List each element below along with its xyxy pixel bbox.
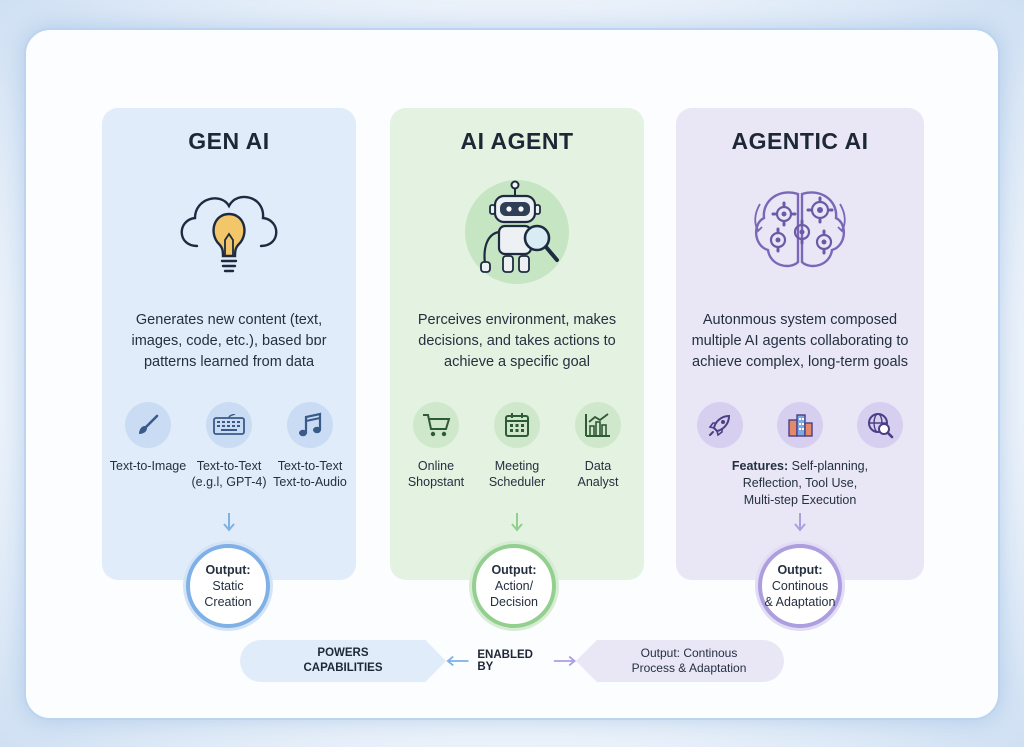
capability-text-to-text: Text-to-Text (e.g.l, GPT-4) [187, 402, 271, 490]
panel-title: AGENTIC AI [731, 128, 869, 154]
panel-description: Perceives environment, makes decisions, … [417, 312, 617, 370]
arrow-down-icon [793, 512, 807, 537]
capability-list: Online Shopstant Meeting Sch [390, 402, 644, 502]
gen-ai-panel: GEN AI Generates new content (text, imag… [102, 108, 356, 580]
gen-ai-output-circle: Output: Static Creation [186, 544, 270, 628]
capability-list: Text-to-Image Text-to-Text (e.g.l, G [102, 402, 356, 502]
agentic-ai-output-circle: Output: Continous & Adaptation [758, 544, 842, 628]
capability-list [676, 402, 924, 502]
panel-title: AI AGENT [460, 128, 574, 154]
enabled-by-label: ENABLED BY [477, 649, 533, 673]
arrow-right-icon [553, 655, 576, 667]
brain-gears-icon [740, 174, 860, 289]
keyboard-icon [206, 402, 252, 448]
capability-text-to-image: Text-to-Image [106, 402, 190, 474]
globe-search-icon [857, 402, 903, 448]
panel-title: GEN AI [188, 128, 270, 154]
ai-agent-output-circle: Output: Action/ Decision [472, 544, 556, 628]
capability-label: Data Analyst [577, 459, 619, 489]
shopping-cart-icon [413, 402, 459, 448]
capability-buildings [758, 402, 842, 448]
capability-label: Text-to-Text Text-to-Audio [273, 459, 347, 489]
calendar-icon [494, 402, 540, 448]
capability-rocket [678, 402, 762, 448]
capability-label: Text-to-Image [109, 459, 187, 473]
panel-description: Generates new content (text, images, cod… [131, 312, 327, 370]
paintbrush-icon [125, 402, 171, 448]
capability-label: Meeting Scheduler [488, 459, 546, 489]
continuous-output-banner: Output: Continous Process & Adaptation [576, 640, 784, 682]
panel-description: Autonmous system composed multiple AI ag… [691, 312, 909, 370]
arrow-down-icon [510, 512, 524, 537]
agentic-ai-panel: AGENTIC AI Autonm [676, 108, 924, 580]
features-text: Features: Self-planning, Reflection, Too… [731, 459, 869, 507]
capability-meeting-scheduler: Meeting Scheduler [475, 402, 559, 490]
powers-capabilities-banner: POWERS CAPABILITIES [240, 640, 446, 682]
arrow-down-icon [222, 512, 236, 537]
capability-data-analyst: Data Analyst [556, 402, 640, 490]
buildings-icon [777, 402, 823, 448]
cloud-lightbulb-icon [169, 174, 289, 289]
arrow-left-icon [446, 655, 469, 667]
capability-online-shopstant: Online Shopstant [394, 402, 478, 490]
ai-agent-panel: AI AGENT Perceives environment, makes de… [390, 108, 644, 580]
rocket-icon [697, 402, 743, 448]
robot-magnifier-icon [457, 174, 577, 291]
capability-label: Online Shopstant [407, 459, 465, 489]
capability-label: Text-to-Text (e.g.l, GPT-4) [191, 459, 267, 489]
music-note-icon [287, 402, 333, 448]
bar-chart-icon [575, 402, 621, 448]
enabled-by-connector: ENABLED BY [446, 640, 576, 682]
capability-text-to-audio: Text-to-Text Text-to-Audio [268, 402, 352, 490]
capability-globe-search [838, 402, 922, 448]
